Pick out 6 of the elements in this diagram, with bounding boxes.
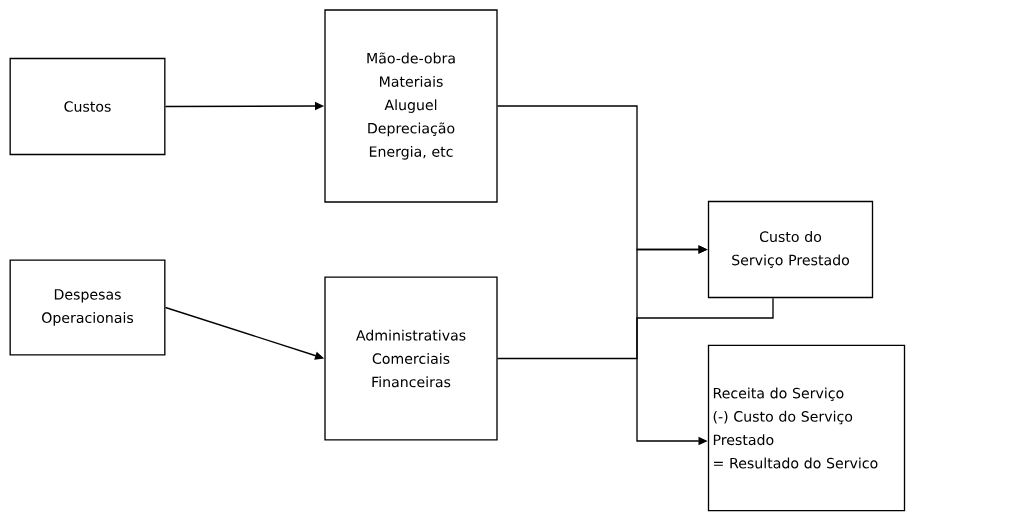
text-box: Administrativas Comerciais Financeiras bbox=[324, 276, 498, 441]
text-box: Despesas Operacionais bbox=[9, 259, 166, 356]
text-box: Custo do Serviço Prestado bbox=[707, 200, 874, 299]
text-box: Receita do Serviço (-) Custo do Serviço Prestado = Resultado do Servico bbox=[707, 344, 906, 512]
text-box: Mão-de-obra Materiais Aluguel Depreciação Energia, etc bbox=[324, 9, 498, 203]
text-box: Custos bbox=[9, 57, 166, 156]
